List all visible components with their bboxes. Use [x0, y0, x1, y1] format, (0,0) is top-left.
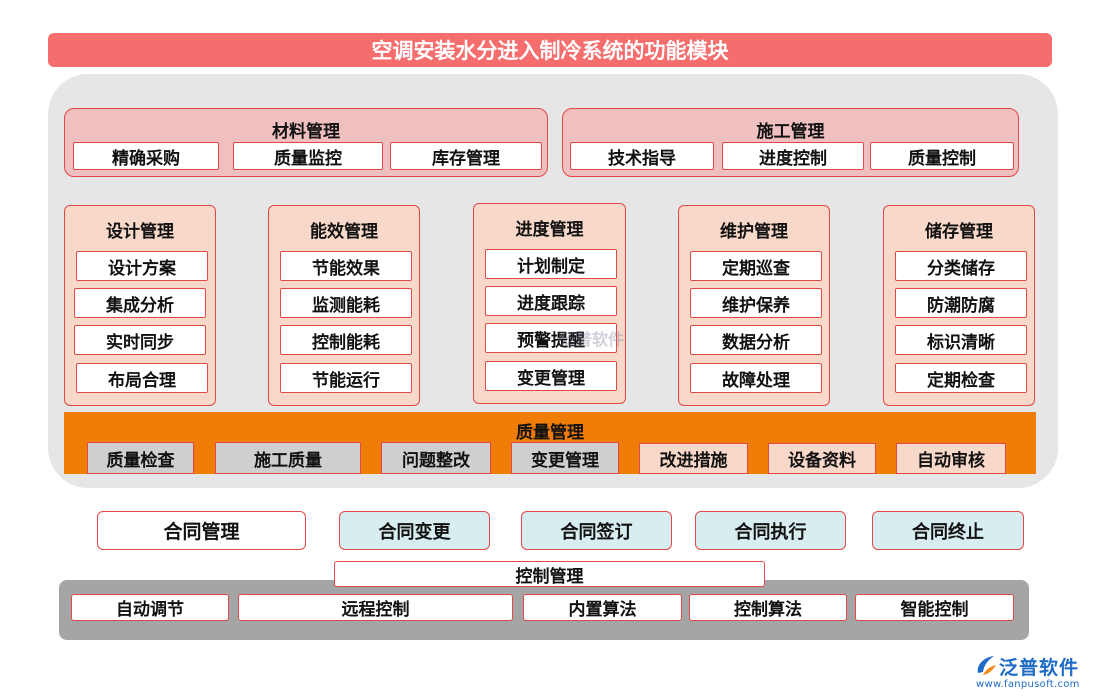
group-construction-item: 技术指导 — [570, 142, 714, 170]
column-energy-title: 能效管理 — [310, 222, 378, 242]
watermark: 泛普软件 — [560, 330, 625, 349]
group-construction: 施工管理 技术指导 进度控制 质量控制 — [562, 108, 1019, 177]
column-progress-item: 变更管理 — [485, 361, 617, 391]
column-maintenance-item: 维护保养 — [690, 288, 822, 318]
control-item: 内置算法 — [523, 594, 682, 621]
quality-title: 质量管理 — [516, 423, 584, 443]
column-storage-item: 标识清晰 — [895, 325, 1027, 355]
brand-logo-name: 泛普软件 — [999, 657, 1080, 679]
column-design-title: 设计管理 — [106, 222, 174, 242]
group-construction-item: 进度控制 — [722, 142, 864, 170]
column-maintenance-item: 数据分析 — [690, 325, 822, 355]
group-material-title: 材料管理 — [272, 122, 340, 142]
column-energy-item: 控制能耗 — [280, 325, 412, 355]
column-progress-item: 进度跟踪 — [485, 286, 617, 316]
column-energy: 能效管理 节能效果 监测能耗 控制能耗 节能运行 — [268, 205, 420, 406]
contract-item: 合同执行 — [695, 511, 846, 550]
quality-item: 变更管理 — [511, 442, 619, 474]
column-storage: 储存管理 分类储存 防潮防腐 标识清晰 定期检查 — [883, 205, 1035, 406]
column-progress-item: 计划制定 — [485, 249, 617, 279]
column-storage-item: 分类储存 — [895, 251, 1027, 281]
column-design-item: 布局合理 — [76, 363, 208, 393]
group-material: 材料管理 精确采购 质量监控 库存管理 — [64, 108, 548, 177]
column-storage-title: 储存管理 — [925, 222, 993, 242]
contract-item: 合同终止 — [872, 511, 1024, 550]
column-design-item: 集成分析 — [74, 288, 206, 318]
column-energy-item: 监测能耗 — [280, 288, 412, 318]
column-design-item: 实时同步 — [74, 325, 206, 355]
control-item: 自动调节 — [71, 594, 229, 621]
group-construction-item: 质量控制 — [870, 142, 1014, 170]
quality-item: 施工质量 — [215, 442, 361, 474]
control-item: 控制算法 — [689, 594, 847, 621]
brand-logo-url: www.fanpusoft.com — [976, 679, 1080, 690]
column-maintenance-item: 故障处理 — [690, 363, 822, 393]
page-title: 空调安装水分进入制冷系统的功能模块 — [48, 33, 1052, 67]
quality-item: 设备资料 — [768, 443, 876, 474]
column-maintenance-item: 定期巡查 — [690, 251, 822, 281]
quality-item: 自动审核 — [896, 443, 1006, 474]
brand-logo-icon — [977, 656, 996, 675]
contract-item: 合同签订 — [521, 511, 672, 550]
group-construction-title: 施工管理 — [756, 122, 825, 142]
contract-main: 合同管理 — [97, 511, 306, 550]
column-maintenance-title: 维护管理 — [720, 222, 788, 242]
brand-logo: 泛普软件 www.fanpusoft.com — [972, 651, 1097, 693]
group-material-item: 库存管理 — [390, 142, 542, 170]
contract-item: 合同变更 — [339, 511, 490, 550]
column-progress-title: 进度管理 — [515, 220, 584, 240]
column-progress: 进度管理 计划制定 进度跟踪 预警提醒 变更管理 泛普软件 — [473, 203, 626, 404]
control-title: 控制管理 — [334, 561, 765, 587]
column-design: 设计管理 设计方案 集成分析 实时同步 布局合理 — [64, 205, 216, 406]
column-energy-item: 节能效果 — [280, 251, 412, 281]
group-material-item: 精确采购 — [73, 142, 219, 170]
quality-item: 问题整改 — [381, 442, 491, 474]
column-storage-item: 定期检查 — [895, 363, 1027, 393]
quality-item: 改进措施 — [639, 443, 748, 474]
control-item: 远程控制 — [238, 594, 513, 621]
quality-item: 质量检查 — [87, 442, 194, 474]
control-item: 智能控制 — [855, 594, 1014, 621]
group-material-item: 质量监控 — [233, 142, 383, 170]
column-design-item: 设计方案 — [76, 251, 208, 281]
column-energy-item: 节能运行 — [280, 363, 412, 393]
column-storage-item: 防潮防腐 — [895, 288, 1027, 318]
column-progress-item: 预警提醒 — [485, 323, 617, 353]
column-maintenance: 维护管理 定期巡查 维护保养 数据分析 故障处理 — [678, 205, 830, 406]
